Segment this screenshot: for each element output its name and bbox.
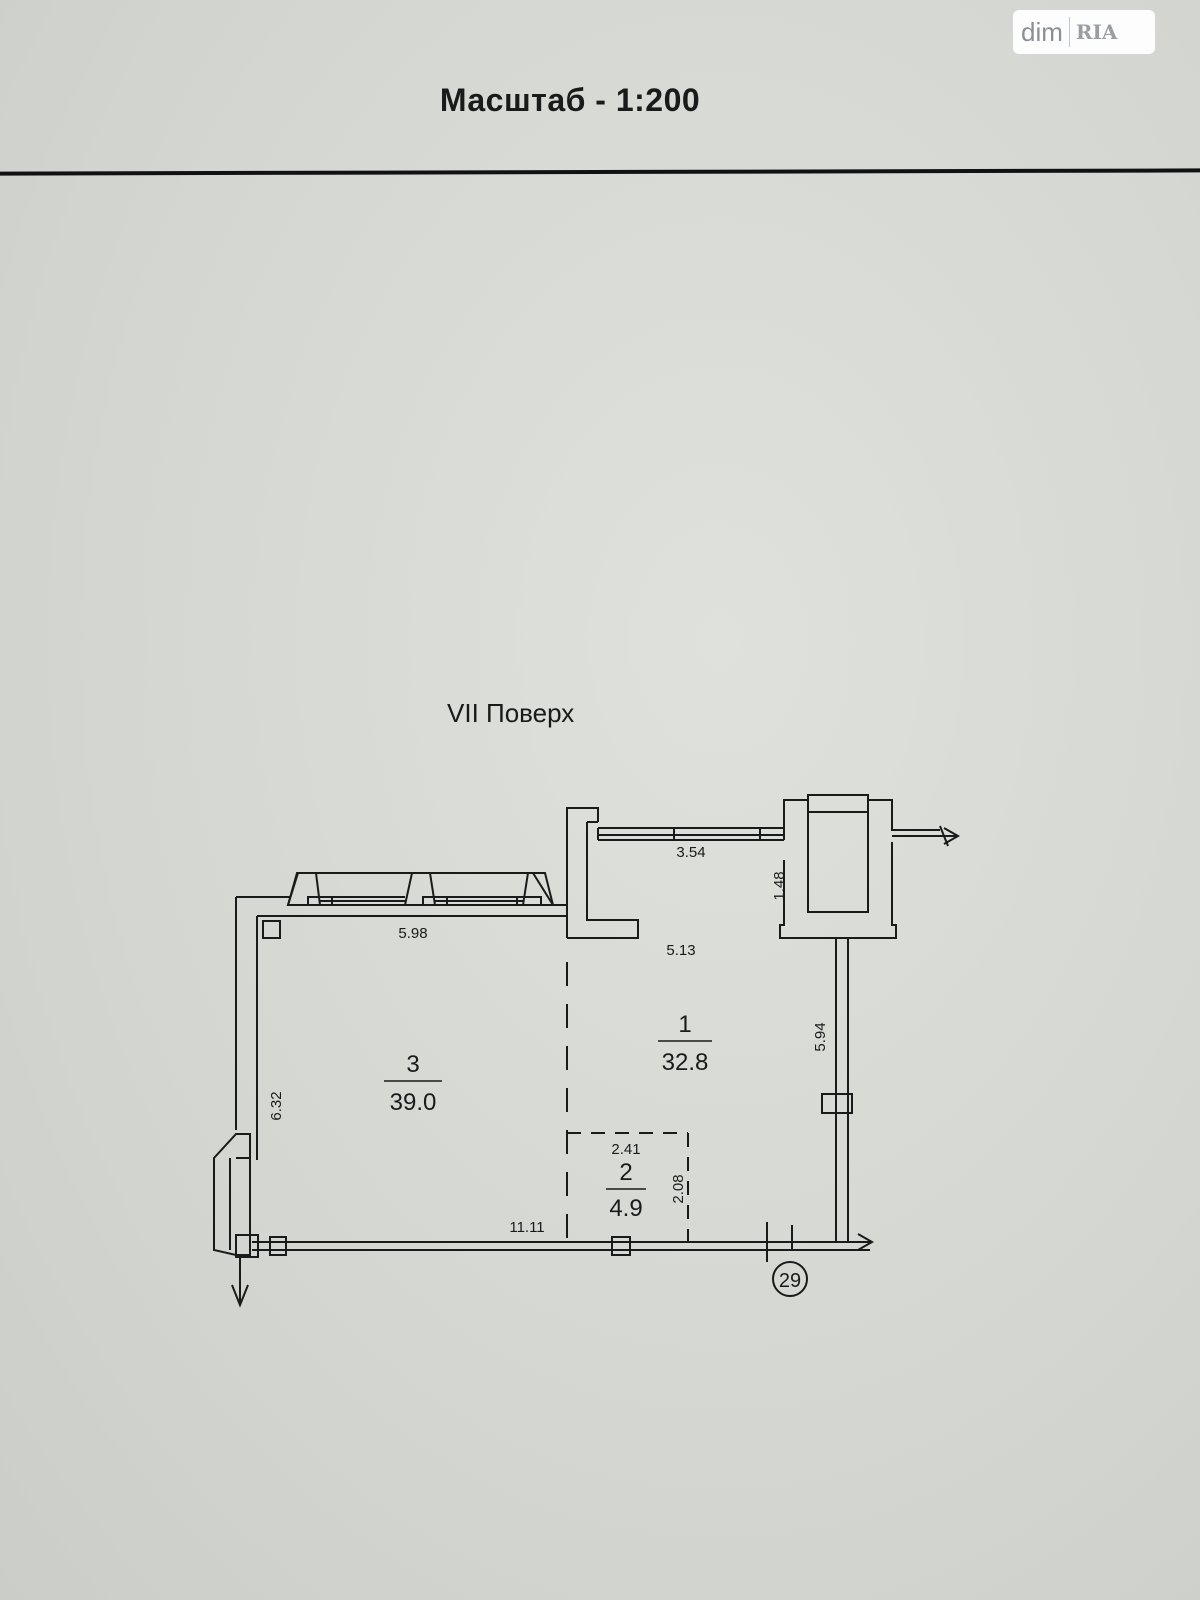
watermark-dim: dim <box>1021 16 1063 47</box>
top-left-window-wall <box>286 872 567 917</box>
room3-number: 3 <box>406 1051 419 1078</box>
dim-balcony: 3.54 <box>676 844 705 861</box>
axis-marker-label: 29 <box>779 1270 801 1292</box>
floor-label: VII Поверх <box>447 698 575 728</box>
scale-title: Масштаб - 1:200 <box>439 82 701 118</box>
room1-area: 32.8 <box>662 1049 709 1076</box>
watermark-separator <box>1068 17 1070 47</box>
room1-number: 1 <box>678 1011 691 1038</box>
axis-arrowhead-right <box>943 827 961 845</box>
technical-niche <box>779 794 940 939</box>
dim-niche: 1.48 <box>771 871 788 900</box>
balcony-window <box>597 827 784 841</box>
dim-room1-width: 5.13 <box>666 942 695 959</box>
room3-area: 39.0 <box>390 1089 437 1116</box>
room2-outline <box>567 1132 689 1242</box>
bottom-wall <box>252 1222 875 1262</box>
left-wall <box>235 896 290 1160</box>
dim-bottom: 11.11 <box>509 1219 544 1236</box>
right-wall <box>821 938 853 1242</box>
dim-top-left: 5.98 <box>398 925 427 942</box>
room2-area: 4.9 <box>609 1195 642 1222</box>
axis-tick-right <box>939 825 949 847</box>
axis-circle <box>772 1261 808 1297</box>
dim-room2-depth: 2.08 <box>670 1174 687 1203</box>
central-partition <box>566 807 639 939</box>
room2-number: 2 <box>619 1159 632 1186</box>
bottom-left-corner <box>213 1133 259 1308</box>
watermark-ria: RIA <box>1075 20 1118 44</box>
dim-room2-width: 2.41 <box>611 1141 640 1158</box>
watermark-logo: dim RIA <box>1013 10 1155 54</box>
dim-right-wall: 5.94 <box>812 1022 829 1051</box>
dim-left-wall: 6.32 <box>268 1091 285 1120</box>
